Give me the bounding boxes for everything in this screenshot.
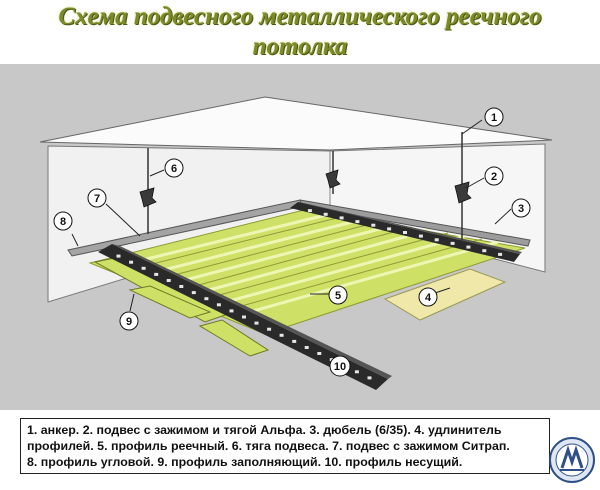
carrier-slot	[179, 285, 184, 288]
carrier-slot	[371, 223, 376, 227]
diagram-title: Схема подвесного металлического реечного…	[0, 2, 600, 62]
carrier-slot	[242, 315, 246, 319]
carrier-slot	[116, 254, 121, 258]
callouts: 1 2 3 4 5 6 7 8 9 10	[53, 107, 531, 377]
svg-text:8: 8	[60, 216, 66, 228]
rail-gaps	[123, 215, 483, 308]
carrier-slot	[354, 370, 359, 374]
svg-text:1: 1	[491, 112, 497, 124]
svg-text:9: 9	[126, 316, 132, 328]
carrier-slot	[434, 238, 439, 242]
callout-10: 10	[329, 355, 351, 377]
callout-5: 5	[328, 285, 348, 305]
carrier-slot	[292, 339, 297, 343]
callout-7: 7	[87, 188, 107, 208]
carrier-slot	[229, 309, 234, 313]
carrier-slot	[323, 212, 328, 216]
carrier-slot	[418, 234, 423, 238]
carrier-slot	[191, 291, 196, 295]
company-logo-icon	[549, 437, 595, 483]
carrier-slot	[166, 279, 171, 282]
callout-6: 6	[164, 158, 184, 178]
carrier-slot	[304, 346, 309, 349]
carrier-slot	[367, 376, 372, 380]
title-line-1: Схема подвесного металлического реечного	[58, 3, 542, 30]
profile-extension	[383, 268, 507, 321]
legend-line-2: профилей. 5. профиль реечный. 6. тяга по…	[27, 439, 510, 453]
carrier-slot	[204, 297, 209, 301]
callout-2: 2	[484, 166, 504, 186]
carrier-slot	[498, 252, 503, 256]
callout-3: 3	[511, 198, 531, 218]
ceiling-plane	[39, 96, 553, 151]
carrier-slot	[482, 249, 487, 253]
carrier-slot	[317, 352, 322, 355]
title-line-2: потолка	[252, 33, 348, 60]
svg-text:5: 5	[335, 290, 341, 302]
carrier-slot	[141, 266, 146, 270]
carrier-slot	[154, 272, 159, 276]
carrier-slot	[267, 327, 272, 331]
carrier-slot	[129, 260, 134, 264]
carrier-slot	[339, 216, 344, 220]
carrier-slot	[307, 209, 312, 213]
carrier-slot	[279, 333, 284, 337]
ceiling-diagram: 1 2 3 4 5 6 7 8 9 10	[0, 64, 600, 410]
callout-9: 9	[119, 311, 139, 331]
svg-text:4: 4	[425, 292, 432, 304]
carrier-slot	[355, 220, 360, 224]
svg-text:7: 7	[94, 193, 100, 205]
carrier-slot	[403, 231, 407, 234]
svg-text:3: 3	[518, 203, 524, 215]
carrier-slot	[254, 321, 259, 325]
svg-text:2: 2	[491, 171, 497, 183]
callout-1: 1	[484, 107, 504, 127]
legend-line-1: 1. анкер. 2. подвес с зажимом и тягой Ал…	[27, 423, 502, 437]
carrier-slot	[387, 227, 392, 231]
carrier-slot	[450, 241, 455, 245]
legend-box: 1. анкер. 2. подвес с зажимом и тягой Ал…	[20, 418, 550, 474]
leader-lines	[71, 119, 512, 366]
legend-line-3: 8. профиль угловой. 9. профиль заполняющ…	[27, 455, 463, 469]
filler-profiles	[93, 256, 270, 357]
svg-text:10: 10	[334, 361, 346, 373]
callout-8: 8	[53, 211, 73, 231]
carrier-slot	[216, 303, 221, 307]
callout-4: 4	[418, 287, 438, 307]
svg-text:6: 6	[171, 163, 177, 175]
carrier-slot	[466, 245, 471, 249]
